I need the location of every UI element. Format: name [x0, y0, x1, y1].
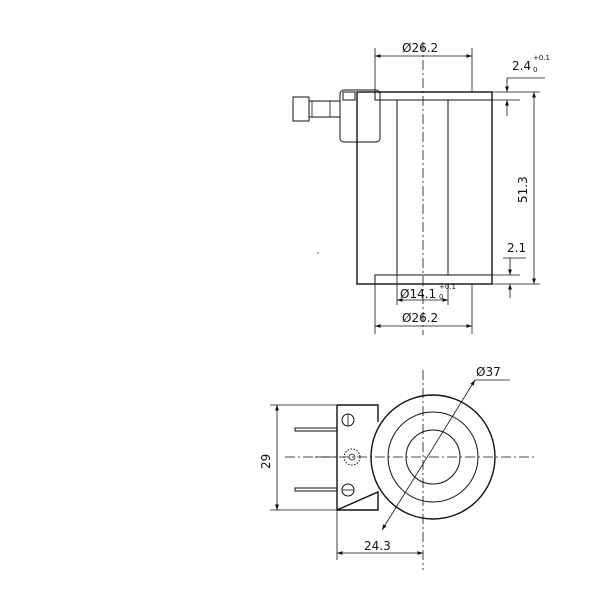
spade-terminal: [292, 96, 341, 122]
bore-upper-tol: +0.1: [439, 283, 456, 291]
dim-terminal-span: 29: [259, 404, 337, 511]
dim-outer-diameter: Ø37: [381, 365, 510, 531]
top-flange-label: 2.4: [512, 59, 531, 73]
speck: [317, 252, 319, 254]
top-diameter-label: Ø26.2: [402, 41, 438, 55]
bottom-diameter-label: Ø26.2: [402, 311, 438, 325]
bore-diameter-label: Ø14.1: [400, 287, 436, 301]
terminal-span-label: 29: [259, 454, 273, 469]
top-flange-upper-tol: +0.1: [533, 54, 550, 62]
dim-top-flange: 2.4 +0.1 0: [492, 54, 550, 116]
bore-lower-tol: 0: [439, 293, 443, 301]
terminal-block: [294, 404, 379, 511]
dim-bore-diameter: Ø14.1 +0.1 0: [396, 275, 456, 305]
dim-top-diameter: Ø26.2: [374, 41, 473, 92]
dim-height: 51.3: [492, 92, 540, 285]
dim-bottom-diameter: Ø26.2: [374, 284, 473, 334]
bottom-flange-label: 2.1: [507, 241, 526, 255]
dim-offset: 24.3: [336, 510, 423, 560]
coil-body: [339, 89, 493, 285]
end-view: 29 Ø37 24.3: [259, 365, 535, 570]
outer-diameter-label: Ø37: [476, 365, 501, 379]
top-flange-lower-tol: 0: [533, 66, 537, 74]
height-label: 51.3: [516, 176, 530, 203]
ground-screw-icon: [343, 448, 361, 466]
side-view: Ø26.2 2.4 +0.1 0 51.3 2.1: [292, 41, 550, 335]
dim-bottom-flange: 2.1: [492, 241, 526, 298]
offset-label: 24.3: [364, 539, 391, 553]
